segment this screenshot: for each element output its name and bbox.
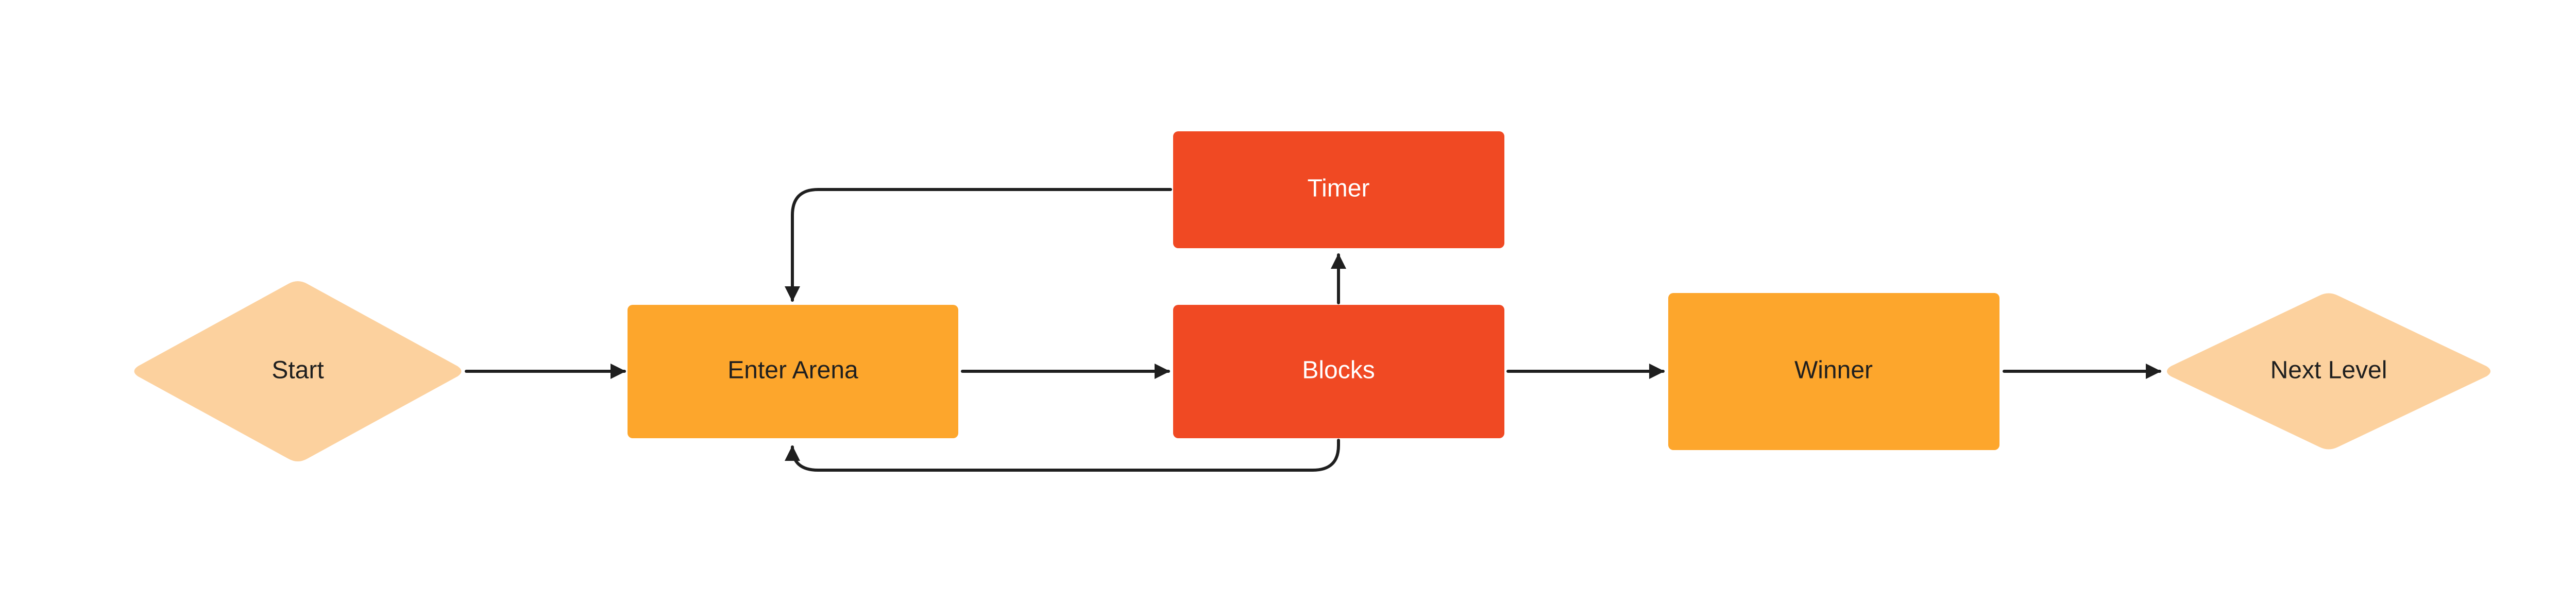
next-level-label: Next Level xyxy=(2270,357,2387,384)
timer-shape xyxy=(1173,131,1504,248)
enter-arena-label: Enter Arena xyxy=(727,357,858,384)
edges xyxy=(465,188,2161,472)
start-label: Start xyxy=(272,357,324,384)
enter-arena-shape xyxy=(628,305,958,438)
node-enter-arena: Enter Arena xyxy=(628,305,958,438)
node-timer: Timer xyxy=(1173,131,1504,248)
node-blocks: Blocks xyxy=(1173,305,1504,438)
edge-blocks-to-enter-arena xyxy=(785,439,1340,472)
blocks-shape xyxy=(1173,305,1504,438)
node-start: Start xyxy=(134,281,462,461)
edge-timer-to-enter-arena xyxy=(785,188,1172,302)
next-level-diamond-shape xyxy=(2167,293,2490,450)
node-next-level: Next Level xyxy=(2167,293,2490,450)
node-winner: Winner xyxy=(1668,293,1999,450)
start-diamond-shape xyxy=(134,281,462,461)
winner-label: Winner xyxy=(1794,357,1873,384)
blocks-label: Blocks xyxy=(1302,357,1375,384)
winner-shape xyxy=(1668,293,1999,450)
timer-label: Timer xyxy=(1308,175,1370,202)
